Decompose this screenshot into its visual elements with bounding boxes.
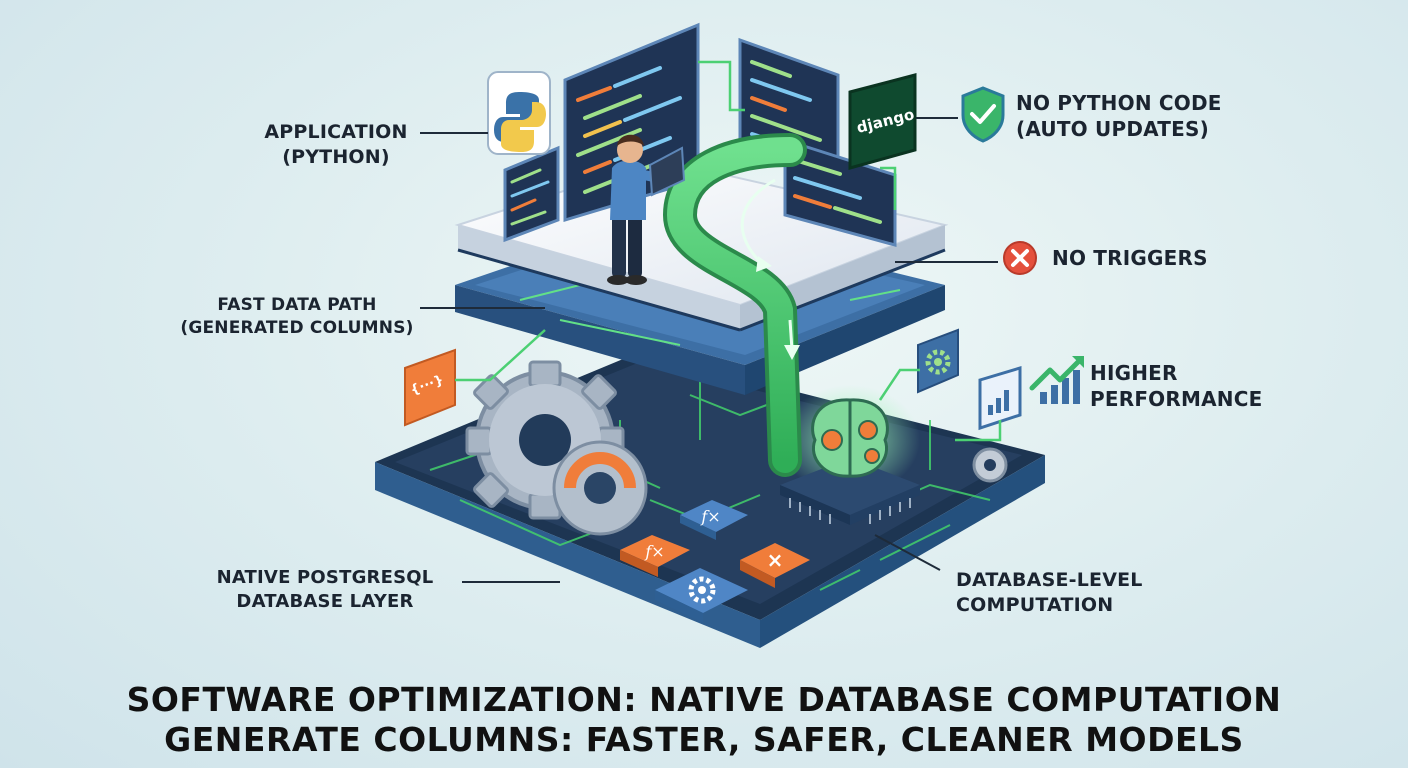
bar-chart-badge	[978, 365, 1022, 431]
function-tile-blue: f×	[680, 500, 748, 540]
shield-check-icon	[961, 86, 1005, 143]
label-database-level-line1: DATABASE-LEVEL	[956, 569, 1143, 591]
label-fast-data-path-line1: FAST DATA PATH	[217, 295, 377, 315]
multiply-tile: ×	[740, 543, 810, 588]
label-no-python-code-line1: NO PYTHON CODE	[1016, 91, 1222, 115]
svg-text:f×: f×	[700, 507, 720, 526]
python-logo-icon	[487, 71, 551, 155]
label-database-level-line2: COMPUTATION	[956, 594, 1114, 616]
label-higher-performance-line1: HIGHER	[1090, 361, 1178, 385]
small-gear-icon	[552, 440, 648, 536]
gear-tile	[655, 568, 748, 623]
fast-data-path-flow	[662, 133, 807, 477]
label-no-python-code-line2: (AUTO UPDATES)	[1016, 117, 1209, 141]
label-native-layer: NATIVE POSTGRESQL DATABASE LAYER	[188, 566, 462, 614]
code-panel-left	[503, 145, 560, 243]
function-tile-orange: f×	[620, 535, 690, 577]
label-database-level: DATABASE-LEVEL COMPUTATION	[956, 568, 1143, 618]
leader-lines	[420, 117, 998, 583]
label-native-layer-line2: DATABASE LAYER	[236, 591, 414, 612]
label-application: APPLICATION (PYTHON)	[252, 120, 420, 170]
brain-icon	[811, 398, 889, 478]
label-higher-performance-line2: PERFORMANCE	[1090, 387, 1263, 411]
label-native-layer-line1: NATIVE POSTGRESQL	[216, 567, 434, 588]
label-higher-performance: HIGHER PERFORMANCE	[1090, 360, 1262, 412]
braces-badge	[404, 348, 456, 427]
trend-chart-icon	[1029, 356, 1084, 404]
label-application-line2: (PYTHON)	[282, 146, 390, 168]
label-fast-data-path-line2: (GENERATED COLUMNS)	[180, 318, 414, 338]
django-badge	[848, 73, 917, 170]
tiny-gear-icon	[972, 447, 1008, 483]
main-title-line2: GENERATE COLUMNS: FASTER, SAFER, CLEANER…	[164, 720, 1244, 759]
developer-figure	[607, 134, 686, 285]
label-application-line1: APPLICATION	[264, 121, 408, 143]
main-title-line1: SOFTWARE OPTIMIZATION: NATIVE DATABASE C…	[126, 680, 1282, 719]
label-no-python-code: NO PYTHON CODE (AUTO UPDATES)	[1016, 90, 1222, 142]
green-connectors	[455, 60, 1002, 442]
settings-badge	[917, 328, 959, 394]
x-circle-icon	[1003, 241, 1037, 275]
svg-text:f×: f×	[644, 542, 664, 561]
svg-text:×: ×	[767, 548, 784, 572]
label-fast-data-path: FAST DATA PATH (GENERATED COLUMNS)	[172, 294, 422, 340]
label-no-triggers: NO TRIGGERS	[1052, 246, 1208, 270]
